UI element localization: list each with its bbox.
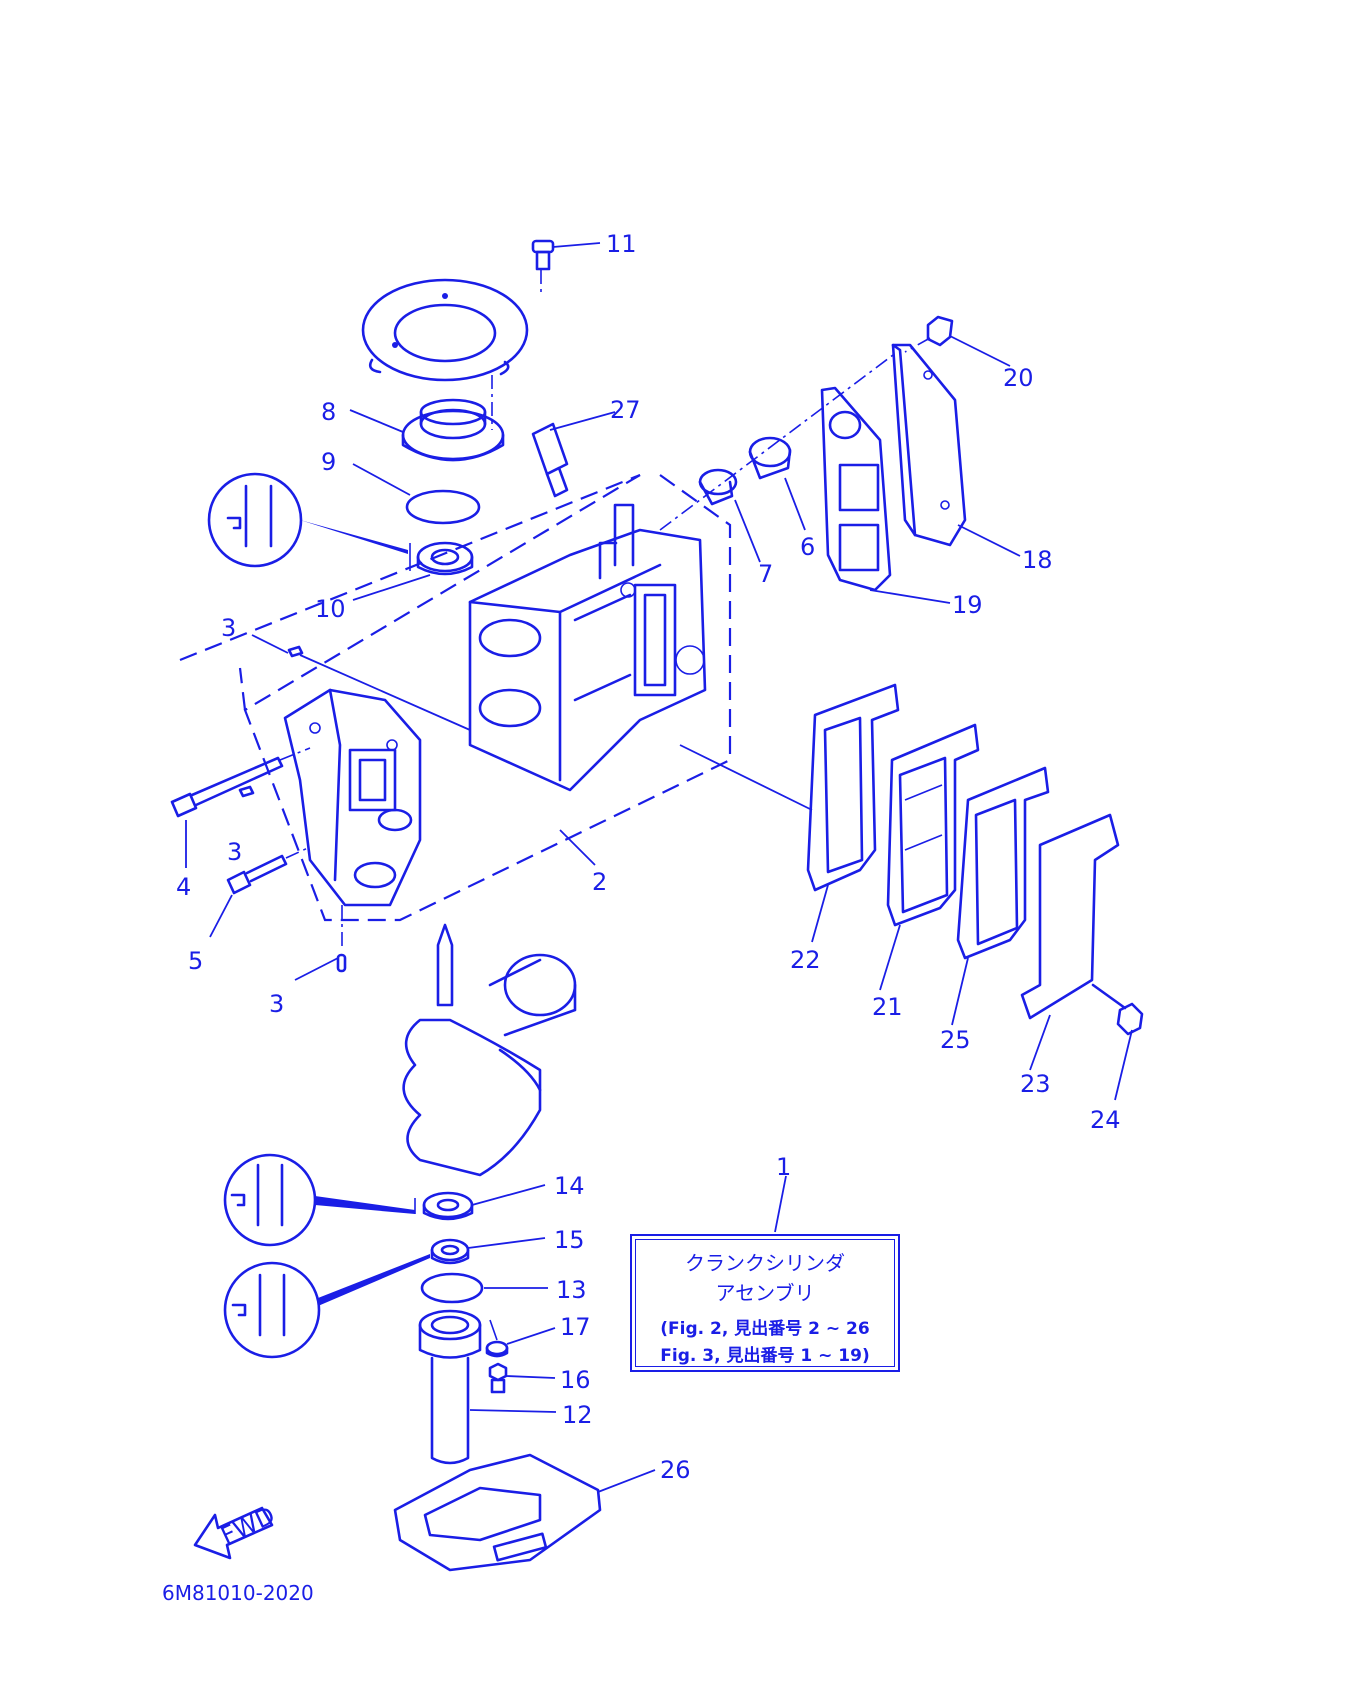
callout-15: 15 [554,1226,585,1254]
bolt-5-drawing [209,846,311,938]
legend-leader-1 [774,1175,787,1233]
callout-4: 4 [176,873,191,901]
legend-box: クランクシリンダ アセンブリ (Fig. 2, 見出番号 2 ~ 26 Fig.… [630,1234,900,1372]
outer-exhaust-cover-18-drawing [891,343,1021,557]
callout-labels: 1 2 3 3 3 4 5 6 7 8 9 10 11 12 13 14 15 … [176,230,1121,1484]
seal-orientation-detail-upper [207,472,408,568]
callout-7: 7 [758,560,773,588]
bolt-16-drawing [488,1362,556,1394]
bolt-4-drawing [170,747,311,868]
callout-26: 26 [660,1456,691,1484]
leader-lines-block [251,634,813,866]
fwd-arrow: FWD [193,1501,280,1560]
bolt-20-drawing [904,315,1011,367]
bolt-11-drawing [531,239,601,296]
callout-1: 1 [776,1153,791,1181]
thermostat-7-drawing [698,468,761,563]
callout-10: 10 [315,595,346,623]
o-ring-9-drawing [352,463,481,525]
callout-22: 22 [790,946,821,974]
legend-inner: クランクシリンダ アセンブリ (Fig. 2, 見出番号 2 ~ 26 Fig.… [635,1239,895,1367]
crankshaft-drawing [402,923,577,1177]
o-ring-13-drawing [420,1272,548,1304]
gasket-26-drawing [393,1453,656,1572]
legend-reference-2: Fig. 3, 見出番号 1 ~ 19) [660,1346,870,1366]
legend-title-line2: アセンブリ [715,1281,815,1305]
gasket-22-drawing [806,683,900,943]
dowel-pin-3-lower [294,905,347,981]
oil-seal-15-drawing [430,1237,546,1265]
washer-17-drawing [485,1319,556,1358]
dowel-pin-3-upper [287,645,304,658]
callout-17: 17 [560,1313,591,1341]
callout-8: 8 [321,398,336,426]
crankcase-drawing [283,688,422,907]
callout-20: 20 [1003,364,1034,392]
callout-18: 18 [1022,546,1053,574]
bolt-24-drawing [1091,983,1144,1101]
callout-11: 11 [606,230,637,258]
thermostat-cover-6-drawing [748,436,806,531]
callout-3-lower: 3 [269,990,284,1018]
fwd-label: FWD [217,1501,280,1550]
drawing-code: 6M81010-2020 [162,1581,314,1605]
dowel-pin-3-middle [238,785,255,798]
seal-orientation-detail-lower [223,1254,430,1359]
callout-24: 24 [1090,1106,1121,1134]
exhaust-gasket-19-drawing [820,386,951,604]
legend-title-line1: クランクシリンダ [685,1251,845,1275]
callout-9: 9 [321,448,336,476]
callout-16: 16 [560,1366,591,1394]
crank-cylinder-set-outline [179,473,732,922]
callout-23: 23 [1020,1070,1051,1098]
callout-3-middle: 3 [227,838,242,866]
cylinder-block-drawing [468,503,707,792]
callout-14: 14 [554,1172,585,1200]
oil-seal-14-drawing [414,1184,546,1221]
callout-25: 25 [940,1026,971,1054]
callout-12: 12 [562,1401,593,1429]
gasket-25-drawing [951,766,1050,1026]
oil-seal-10-drawing [352,541,474,601]
upper-plate-drawing [361,278,529,382]
callout-6: 6 [800,533,815,561]
reed-valve-21-drawing [879,723,980,991]
spark-plug-27-drawing [531,411,616,498]
callout-3-upper: 3 [221,614,236,642]
lower-housing-12-drawing [418,1309,557,1465]
callout-5: 5 [188,947,203,975]
callout-27: 27 [610,396,641,424]
callout-21: 21 [872,993,903,1021]
callout-13: 13 [556,1276,587,1304]
seal-housing-8-drawing [349,375,505,462]
gasket-23-drawing [1020,813,1120,1071]
legend-reference-1: (Fig. 2, 見出番号 2 ~ 26 [660,1319,870,1339]
seal-orientation-detail-middle [223,1153,415,1247]
callout-2: 2 [592,868,607,896]
callout-19: 19 [952,591,983,619]
